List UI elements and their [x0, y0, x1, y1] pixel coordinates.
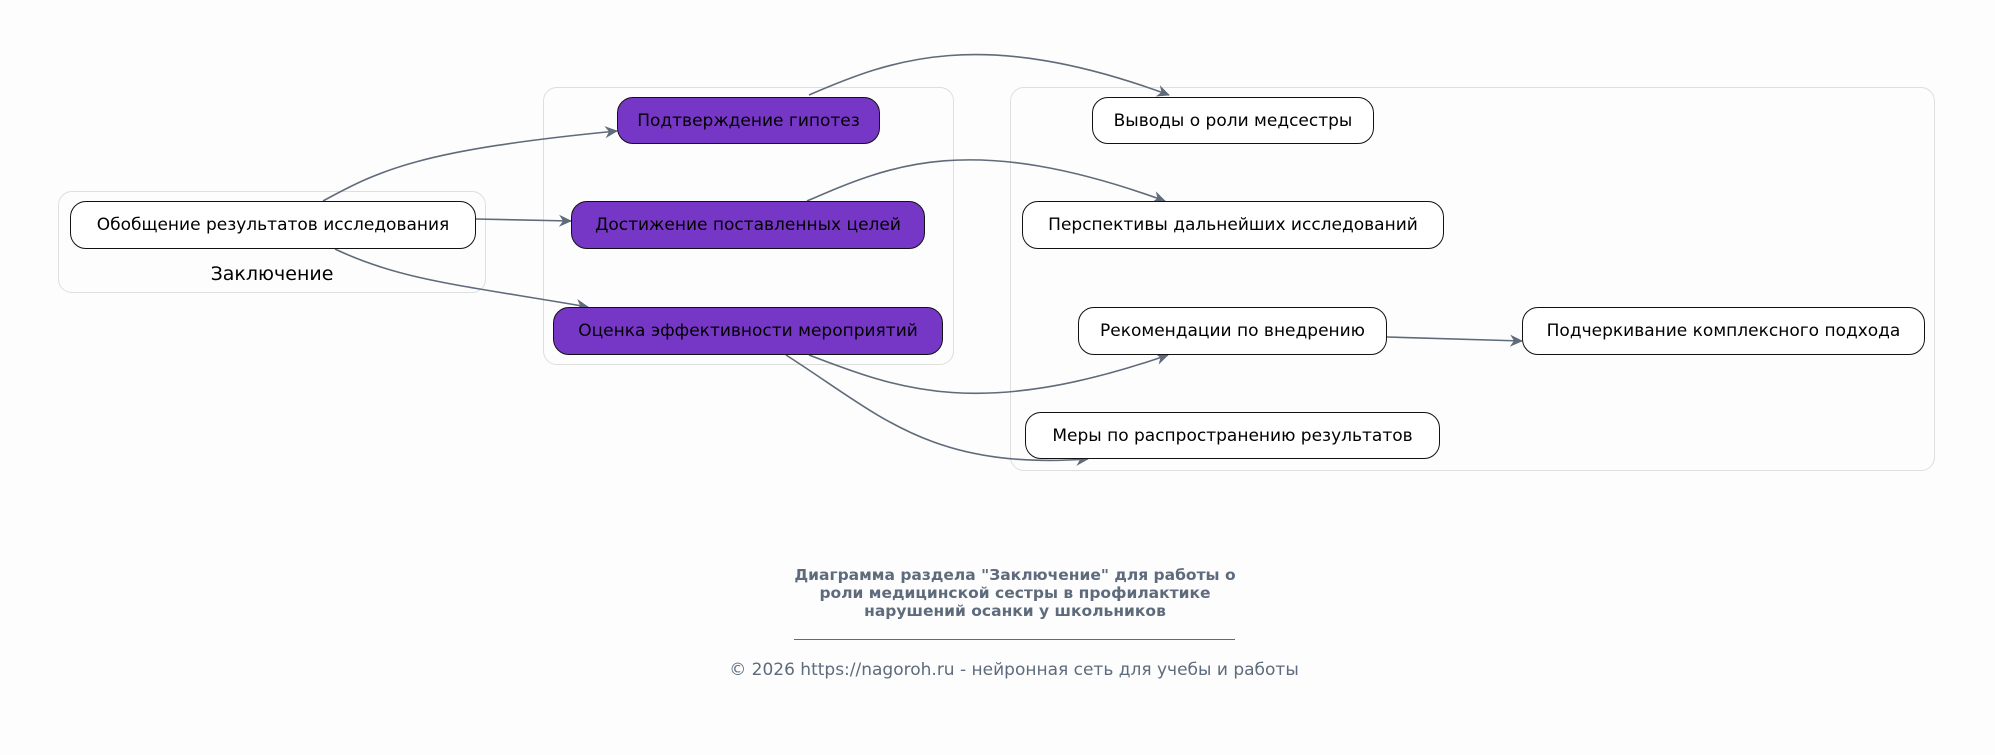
- node-goals[interactable]: Достижение поставленных целей: [571, 201, 925, 249]
- edge-hypotheses-nurse: [808, 53, 1170, 97]
- node-prospects[interactable]: Перспективы дальнейших исследований: [1022, 201, 1444, 249]
- node-recommendations[interactable]: Рекомендации по внедрению: [1078, 307, 1387, 355]
- node-evaluation[interactable]: Оценка эффективности мероприятий: [553, 307, 943, 355]
- group-outcomes: [1010, 87, 1935, 471]
- divider: [794, 639, 1235, 640]
- title-line: нарушений осанки у школьников: [864, 602, 1166, 620]
- title-line: роли медицинской сестры в профилактике: [819, 584, 1211, 602]
- group-results: [543, 87, 954, 365]
- diagram-title: Диаграмма раздела "Заключение" для работ…: [0, 566, 1995, 620]
- node-complex[interactable]: Подчеркивание комплексного подхода: [1522, 307, 1925, 355]
- node-summary[interactable]: Обобщение результатов исследования: [70, 201, 476, 249]
- edge-summary-hypotheses: [322, 126, 618, 202]
- node-nurse-role[interactable]: Выводы о роли медсестры: [1092, 97, 1374, 144]
- copyright: © 2026 https://nagoroh.ru - нейронная се…: [729, 660, 1299, 680]
- group-conclusion: [58, 191, 486, 293]
- title-line: Диаграмма раздела "Заключение" для работ…: [794, 566, 1236, 584]
- group-conclusion-label: Заключение: [210, 263, 334, 285]
- node-dissemination[interactable]: Меры по распространению результатов: [1025, 412, 1440, 459]
- edge-summary-goals: [475, 214, 572, 227]
- edge-evaluation-dissemination: [785, 354, 1089, 466]
- edge-recommendations-complex: [1386, 334, 1523, 347]
- edge-goals-prospects: [806, 159, 1166, 203]
- edge-evaluation-recommendations: [808, 353, 1169, 395]
- node-hypotheses[interactable]: Подтверждение гипотез: [617, 97, 880, 144]
- edge-summary-evaluation: [334, 248, 589, 311]
